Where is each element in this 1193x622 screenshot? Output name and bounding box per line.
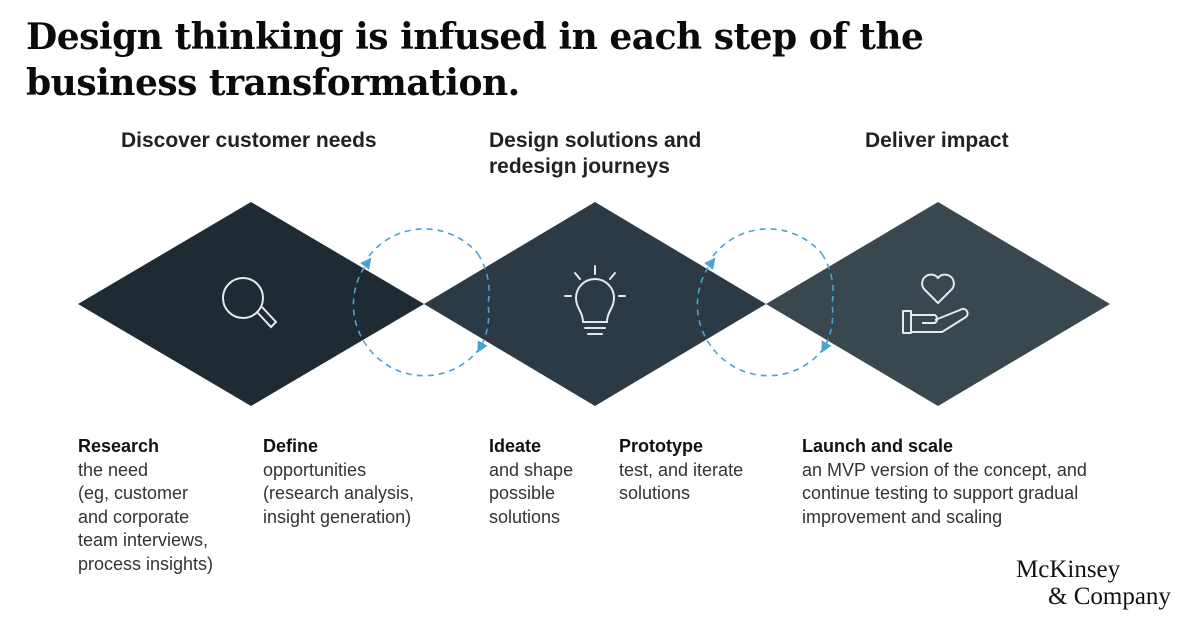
step-research-line: (eg, customer [78, 483, 189, 503]
step-research-heading: Research [78, 436, 160, 456]
step-prototype-heading: Prototype [619, 436, 704, 456]
step-prototype-line: test, and iterate [619, 459, 744, 480]
phase-discover-diamond [78, 202, 424, 406]
step-ideate-heading: Ideate [489, 436, 542, 456]
phase-deliver-line-1: Deliver impact [865, 129, 1009, 152]
step-research: Research the need (eg, customer and corp… [78, 435, 213, 576]
step-research-line: process insights) [78, 553, 214, 574]
step-prototype: Prototype test, and iterate solutions [619, 435, 743, 506]
step-define: Define opportunities (research analysis,… [263, 435, 414, 529]
phase-deliver-label: Deliver impact [865, 128, 1009, 154]
step-launch-line: continue testing to support gradual [802, 483, 1079, 503]
phase-design-line-1: Design solutions and [489, 129, 702, 152]
phase-design-line-2: redesign journeys [489, 155, 670, 178]
step-research-line: the need [78, 459, 149, 480]
step-launch-heading: Launch and scale [802, 436, 954, 456]
step-prototype-line: solutions [619, 483, 691, 503]
phase-design-diamond [424, 202, 766, 406]
lightbulb-icon [564, 265, 626, 335]
step-launch-line: an MVP version of the concept, and [802, 459, 1087, 480]
step-define-line: insight generation) [263, 506, 412, 527]
title-line-1: Design thinking is infused in each step … [26, 16, 924, 58]
step-launch: Launch and scale an MVP version of the c… [802, 435, 1087, 529]
step-ideate: Ideate and shape possible solutions [489, 435, 573, 529]
page-title: Design thinking is infused in each step … [26, 14, 924, 106]
step-ideate-line: and shape [489, 459, 574, 480]
step-define-heading: Define [263, 436, 319, 456]
logo-line-1: McKinsey [1016, 556, 1121, 583]
title-line-2: business transformation. [26, 62, 520, 104]
loop-arrow-1 [352, 228, 490, 377]
phase-discover-label: Discover customer needs [121, 128, 377, 154]
phase-deliver-diamond [766, 202, 1110, 406]
step-define-line: (research analysis, [263, 483, 415, 503]
mckinsey-logo: McKinsey & Company [1016, 556, 1171, 610]
logo-line-2: & Company [1048, 583, 1171, 610]
step-ideate-line: solutions [489, 506, 561, 527]
magnifier-icon [222, 277, 278, 329]
step-define-line: opportunities [263, 459, 367, 480]
step-ideate-line: possible [489, 483, 556, 503]
step-launch-line: improvement and scaling [802, 506, 1003, 527]
phase-discover-line-1: Discover customer needs [121, 129, 377, 152]
loop-arrow-2 [696, 228, 834, 377]
heart-hand-icon [902, 273, 969, 334]
step-research-line: and corporate [78, 506, 190, 527]
step-research-line: team interviews, [78, 530, 209, 550]
phase-design-label: Design solutions and redesign journeys [489, 128, 701, 180]
